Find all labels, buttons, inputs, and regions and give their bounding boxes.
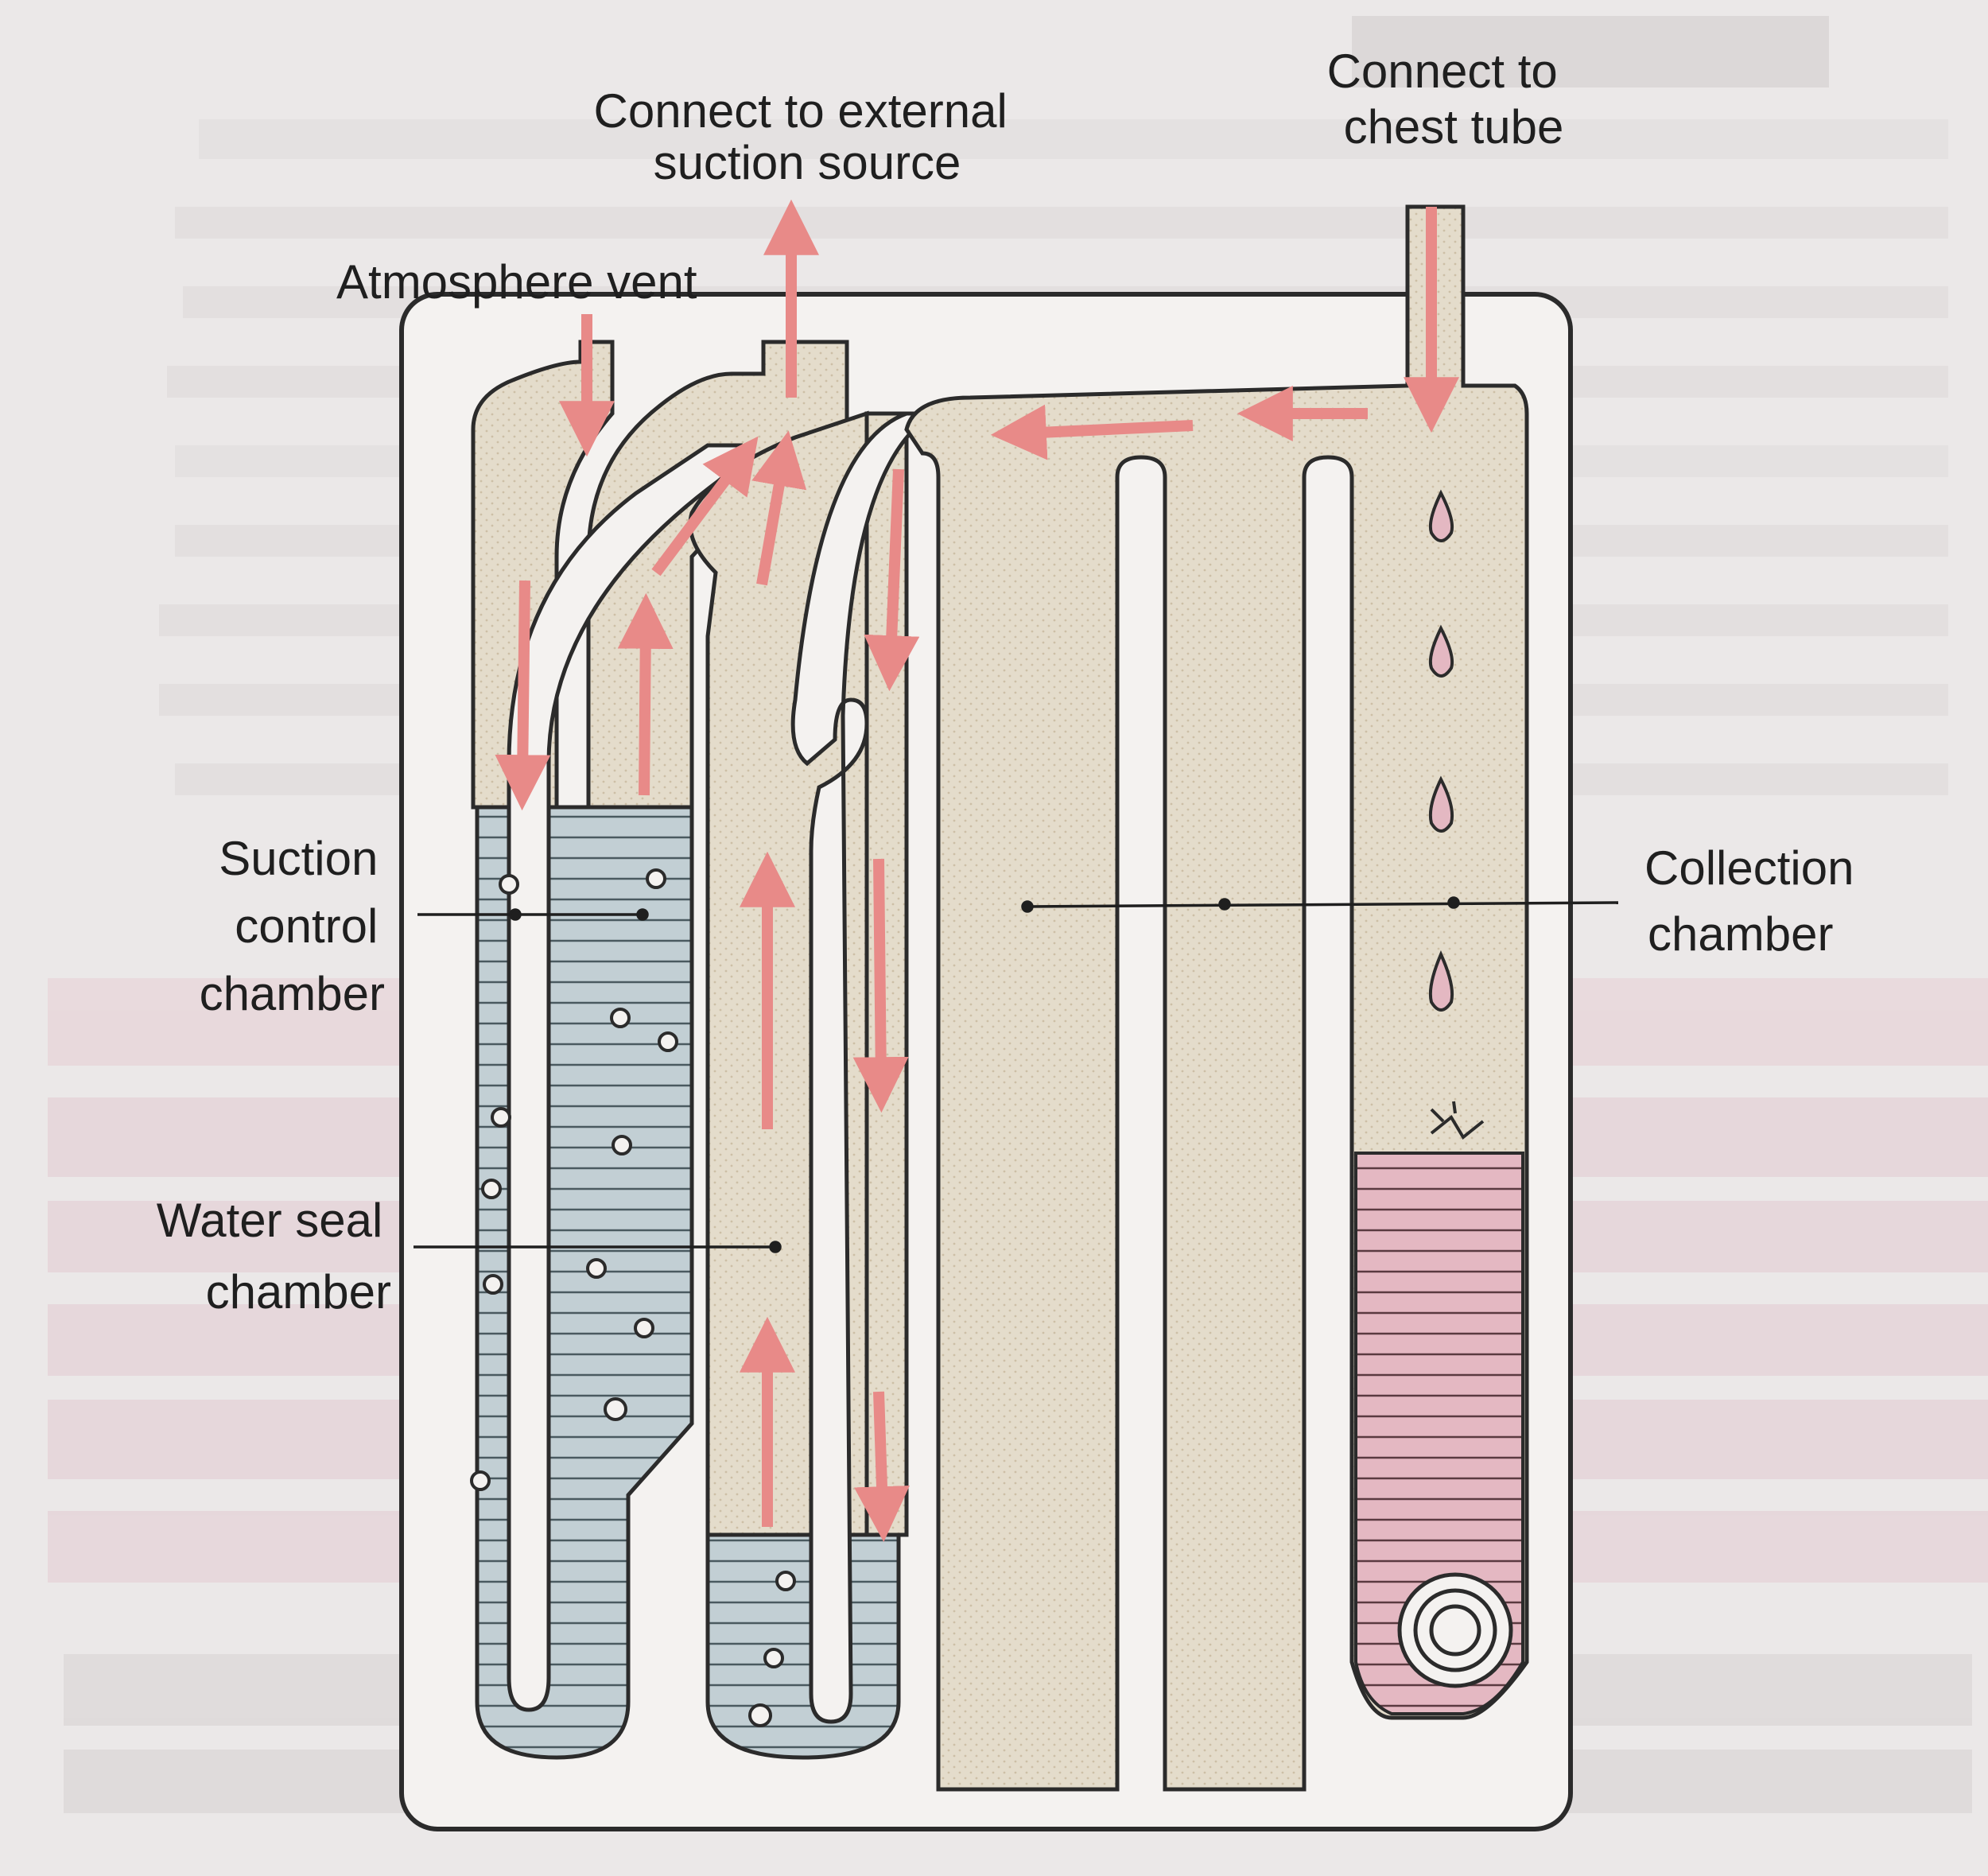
arrow-icon (751, 430, 807, 586)
water-seal-water (705, 1532, 901, 1760)
collection-drainage-fluid (1354, 1152, 1524, 1715)
air-bubble-icon (470, 868, 796, 1727)
diagram-labels: Connect to external suction source Conne… (157, 45, 1867, 1319)
chest-tube-label: Connect to chest tube (1327, 45, 1571, 153)
fluid-drop-icon (1428, 489, 1454, 1012)
arrow-icon (617, 592, 674, 796)
atmosphere-vent-label: Atmosphere vent (336, 255, 697, 309)
arrow-icon (990, 404, 1194, 460)
leader-lines (414, 896, 1619, 1253)
arrow-icon (852, 858, 909, 1113)
water-seal-label: Water seal chamber (157, 1194, 396, 1319)
water-seal-divider-tube (790, 411, 942, 1724)
fluid-splash (1430, 1101, 1485, 1140)
suction-control-label: Suction control chamber (200, 832, 391, 1020)
collection-label: Collection chamber (1644, 841, 1867, 961)
flow-arrows (495, 199, 1459, 1543)
arrow-icon (853, 1391, 910, 1543)
suction-control-inner-tube (507, 443, 744, 1712)
arrow-icon (864, 468, 920, 692)
water-seal-chamber (688, 410, 942, 1760)
collection-chamber (904, 204, 1529, 1792)
air-bubble-icon (1397, 1572, 1513, 1688)
external-suction-label: Connect to external suction source (594, 84, 1021, 189)
arrow-icon (495, 580, 551, 811)
arrow-icon (651, 436, 759, 577)
